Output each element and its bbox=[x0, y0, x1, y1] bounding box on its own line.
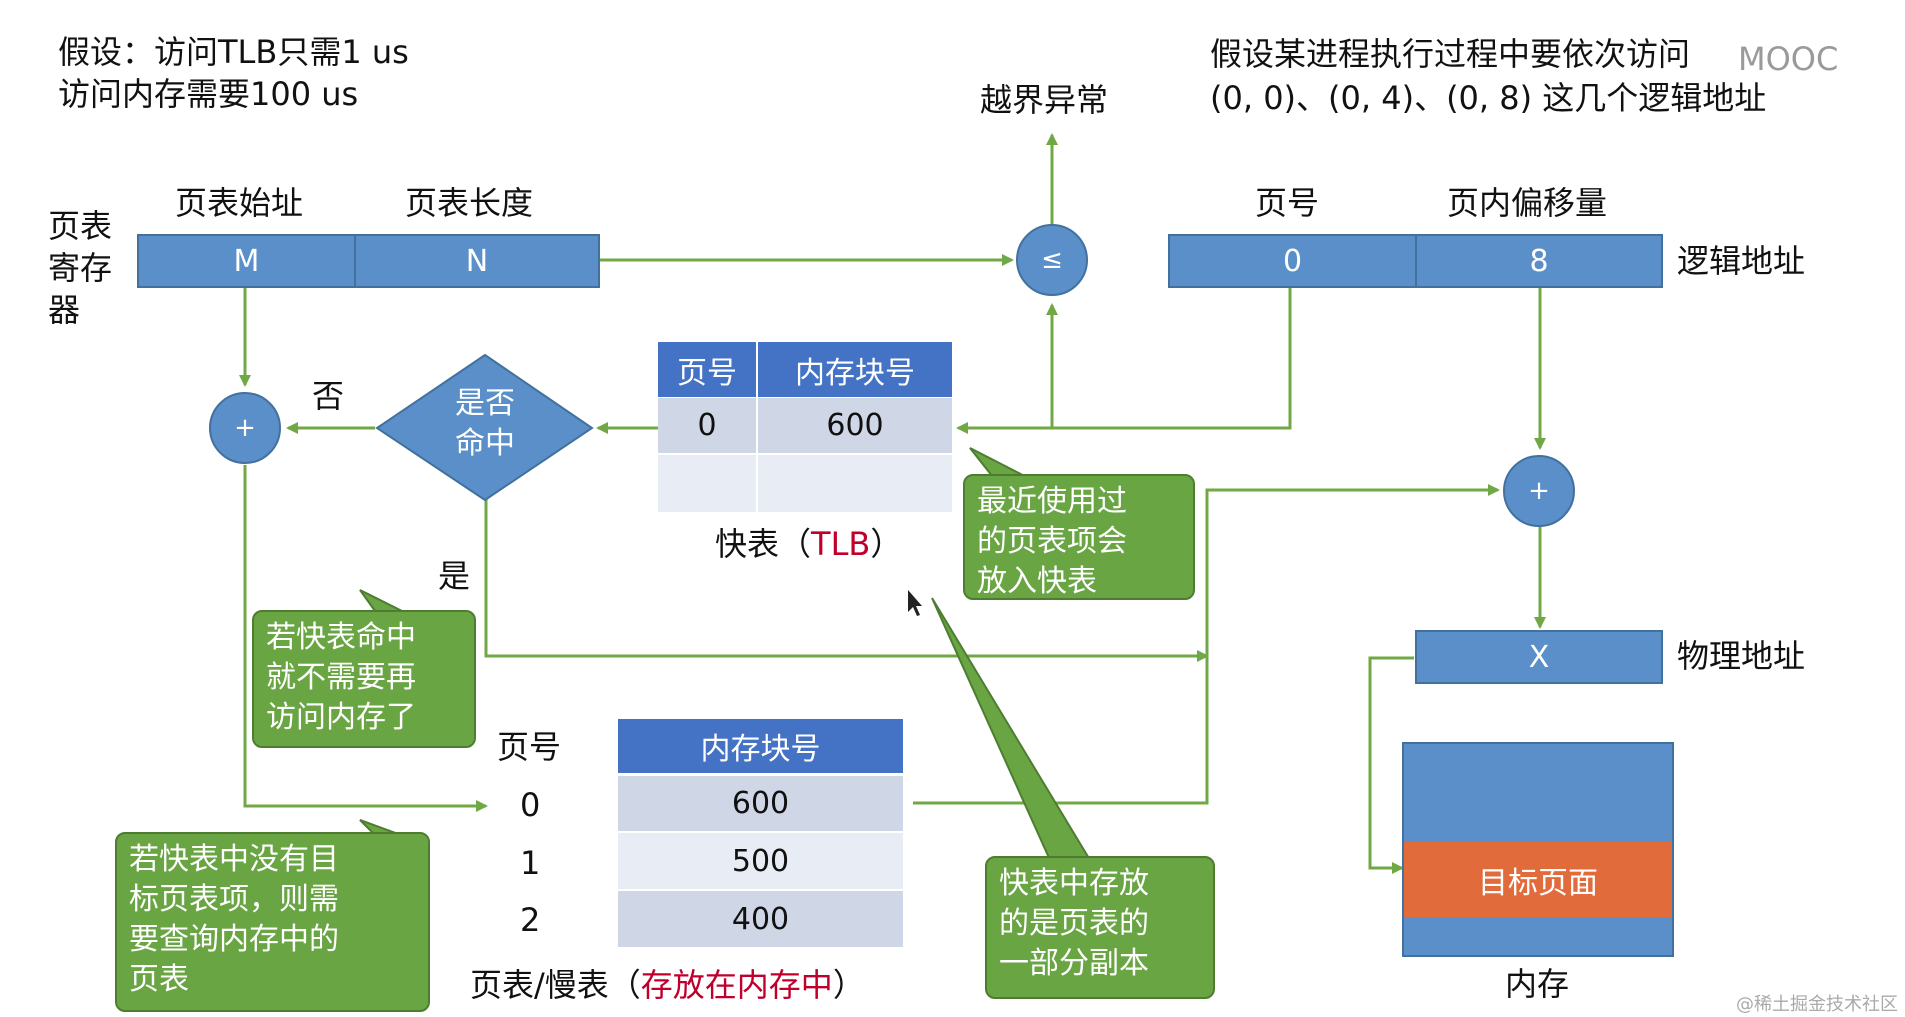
tlb-header-block: 内存块号 bbox=[758, 342, 952, 397]
page-table-row-0-block: 600 bbox=[618, 776, 903, 831]
plus-node-left: + bbox=[209, 392, 281, 464]
page-table-register-label: 页表 寄存 器 bbox=[48, 207, 113, 329]
tlb-caption-prefix: 快表（ bbox=[715, 525, 812, 563]
sequence-line-2: (0, 0)、(0, 4)、(0, 8) 这几个逻辑地址 bbox=[1210, 79, 1767, 117]
mouse-cursor-icon bbox=[908, 590, 922, 616]
note-partial-copy: 快表中存放 的是页表的 一部分副本 bbox=[985, 856, 1215, 999]
tlb-caption-highlight: TLB bbox=[811, 525, 871, 563]
logical-offset-box: 8 bbox=[1415, 234, 1663, 288]
memory-caption: 内存 bbox=[1505, 965, 1570, 1003]
note-recent-entries: 最近使用过 的页表项会 放入快表 bbox=[963, 474, 1195, 600]
page-table-start-header: 页表始址 bbox=[175, 184, 304, 222]
page-table-start-box: M bbox=[137, 234, 356, 288]
note-tlb-miss: 若快表中没有目 标页表项，则需 要查询内存中的 页表 bbox=[115, 832, 430, 1012]
decision-no-label: 否 bbox=[312, 377, 345, 415]
physical-address-box: X bbox=[1415, 630, 1663, 684]
hit-decision-text: 是否 命中 bbox=[455, 386, 515, 461]
page-table-row-1-block: 500 bbox=[618, 833, 903, 889]
physical-address-label: 物理地址 bbox=[1677, 637, 1806, 675]
page-table-caption-suffix: ） bbox=[832, 966, 865, 1004]
page-table-caption-prefix: 页表/慢表（ bbox=[470, 966, 641, 1004]
plus-node-right: + bbox=[1503, 455, 1575, 527]
logical-offset-header: 页内偏移量 bbox=[1447, 184, 1608, 222]
mooc-watermark: MOOC bbox=[1738, 40, 1839, 78]
page-table-row-1-page: 1 bbox=[520, 844, 541, 882]
memory-target-page: 目标页面 bbox=[1402, 842, 1674, 917]
decision-yes-label: 是 bbox=[438, 557, 471, 595]
logical-page-number-box: 0 bbox=[1168, 234, 1417, 288]
page-table-row-2-page: 2 bbox=[520, 901, 541, 939]
page-table-caption: 页表/慢表（存放在内存中） bbox=[470, 965, 865, 1005]
footer-watermark: @稀土掘金技术社区 bbox=[1736, 994, 1898, 1015]
tlb-caption-suffix: ） bbox=[870, 525, 903, 563]
sequence-line-1: 假设某进程执行过程中要依次访问 bbox=[1210, 35, 1691, 73]
tlb-row-1-block bbox=[758, 455, 952, 512]
tlb-row-0-page: 0 bbox=[658, 398, 758, 453]
tlb-caption: 快表（TLB） bbox=[715, 524, 902, 564]
tlb-row-0-block: 600 bbox=[758, 398, 952, 453]
assumption-line-1: 假设：访问TLB只需1 us bbox=[58, 33, 409, 71]
logical-address-label: 逻辑地址 bbox=[1677, 242, 1806, 280]
logical-page-number-header: 页号 bbox=[1255, 184, 1320, 222]
page-table-page-header: 页号 bbox=[497, 728, 562, 766]
page-table-caption-highlight: 存放在内存中 bbox=[640, 966, 833, 1004]
out-of-bounds-label: 越界异常 bbox=[980, 81, 1109, 119]
tlb-header-page: 页号 bbox=[658, 342, 758, 397]
memory-lower-region bbox=[1402, 917, 1674, 957]
page-table-row-2-block: 400 bbox=[618, 891, 903, 947]
tlb-row-1-page bbox=[658, 455, 758, 512]
hit-decision-diamond bbox=[375, 353, 594, 502]
memory-upper-region bbox=[1402, 742, 1674, 842]
page-table-block-header: 内存块号 bbox=[618, 719, 903, 773]
page-table-row-0-page: 0 bbox=[520, 786, 541, 824]
note-tlb-hit: 若快表命中 就不需要再 访问内存了 bbox=[252, 610, 476, 748]
assumption-line-2: 访问内存需要100 us bbox=[58, 75, 359, 113]
page-table-length-header: 页表长度 bbox=[405, 184, 534, 222]
page-table-length-box: N bbox=[354, 234, 600, 288]
compare-node: ≤ bbox=[1016, 224, 1088, 296]
